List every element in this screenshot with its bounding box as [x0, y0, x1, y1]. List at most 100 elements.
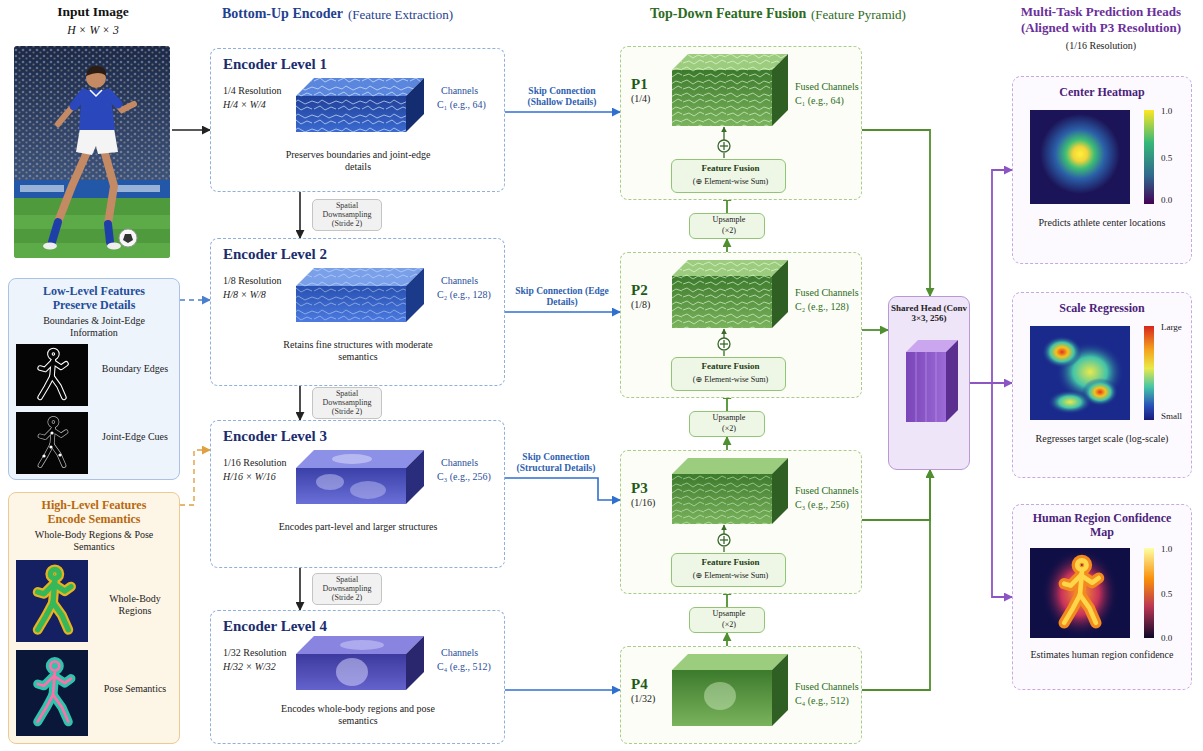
connector-arrow: [862, 470, 930, 520]
connector-arrow: [180, 450, 210, 505]
node-text: Boundaries & Joint-Edge Information: [24, 315, 164, 339]
node-text: (1/16): [631, 497, 655, 509]
connector-arrow: [862, 130, 930, 296]
node-text: Joint-Edge Cues: [95, 431, 175, 443]
node-text: 1/32 Resolution: [223, 647, 287, 659]
node-text: 0.5: [1161, 589, 1172, 599]
pyramid-box: P3(1/16)Fused ChannelsC₃ (e.g., 256)Feat…: [620, 450, 862, 594]
upsample-box: Upsample (×2): [689, 411, 765, 437]
connector-arrow: [505, 311, 620, 313]
encoder-box: Encoder Level 4 1/32 ResolutionH/32 × W/3…: [210, 610, 505, 744]
node-text: Fused Channels: [795, 485, 859, 497]
node-title: Human Region Confidence Map: [1032, 511, 1172, 540]
encoder-box: Encoder Level 11/4 ResolutionH/4 × W/4Ch…: [210, 48, 505, 192]
input-image: Input ImageH × W × 3: [12, 2, 172, 260]
node-text: H/32 × W/32: [223, 661, 276, 673]
feature-panel: High-Level Features Encode SemanticsWhol…: [8, 492, 180, 744]
node-title: Scale Regression: [1017, 301, 1187, 315]
header-label: Multi-Task Prediction Heads: [1006, 4, 1196, 20]
node-title: P2: [631, 281, 648, 299]
node-text: Pose Semantics: [95, 683, 175, 695]
prediction-head: Human Region Confidence Map1.00.50.0Esti…: [1012, 504, 1192, 690]
node-text: Channels: [441, 85, 478, 97]
downsampling-label: Spatial Downsampling (Stride 2): [312, 387, 382, 419]
node-text: Regresses target scale (log-scale): [1027, 433, 1177, 445]
node-title: Upsample: [693, 215, 765, 224]
node-text: (1/32): [631, 693, 655, 705]
upsample-box: Upsample (×2): [689, 213, 765, 239]
node-text: 1/4 Resolution: [223, 85, 282, 97]
node-text: 1/16 Resolution: [223, 457, 287, 469]
prediction-head: Center Heatmap1.00.50.0Predicts athlete …: [1012, 76, 1192, 264]
connector-arrow: [180, 299, 210, 300]
node-text: 1.0: [1161, 544, 1172, 554]
header-label: (Aligned with P3 Resolution): [1006, 20, 1196, 36]
node-title: Upsample: [693, 413, 765, 422]
node-title: Upsample: [693, 609, 765, 618]
connector-arrow: [299, 568, 301, 610]
fusion-box: Feature Fusion (⊕ Element-wise Sum): [671, 553, 786, 587]
connector-arrow: [726, 239, 728, 252]
node-text: 0.0: [1161, 633, 1172, 643]
prediction-head: Scale RegressionLargeSmallRegresses targ…: [1012, 292, 1192, 478]
feature-thumbnails: [16, 344, 88, 736]
node-text: (×2): [693, 424, 765, 433]
node-title: Shared Head (Conv 3×3, 256): [891, 303, 967, 324]
node-text: (1/4): [631, 93, 650, 105]
connector-arrow: [862, 470, 930, 690]
node-text: (⊕ Element-wise Sum): [675, 571, 786, 580]
node-text: 0.0: [1161, 195, 1172, 205]
downsampling-label: Spatial Downsampling (Stride 2): [312, 573, 382, 605]
node-text: 1/8 Resolution: [223, 275, 282, 287]
node-title: Encoder Level 4: [223, 617, 327, 635]
encoder-box: Encoder Level 21/8 ResolutionH/8 × W/8Ch…: [210, 238, 505, 386]
fusion-box: Feature Fusion (⊕ Element-wise Sum): [671, 357, 786, 391]
node-title: Encoder Level 3: [223, 427, 327, 445]
node-text: C₄ (e.g., 512): [795, 695, 849, 707]
node-title: P4: [631, 675, 648, 693]
node-text: Large: [1161, 322, 1182, 332]
pyramid-box: P2(1/8)Fused ChannelsC₂ (e.g., 128)Featu…: [620, 252, 862, 398]
node-text: Fused Channels: [795, 287, 859, 299]
connector-arrow: [505, 689, 620, 691]
sum-symbols: [718, 127, 730, 552]
node-text: Encodes whole-body regions and pose sema…: [273, 703, 443, 727]
header-label: Bottom-Up Encoder: [222, 6, 343, 23]
connector-arrow: [970, 170, 1012, 383]
node-text: Retains fine structures with moderate se…: [273, 339, 443, 363]
connector-arrow: [172, 129, 210, 131]
node-text: 1.0: [1161, 106, 1172, 116]
node-text: C₄ (e.g., 512): [437, 661, 491, 673]
node-text: (×2): [693, 226, 765, 235]
node-text: C₃ (e.g., 256): [437, 471, 491, 483]
header-label: (Feature Extraction): [348, 7, 453, 23]
connector-arrow: [726, 633, 728, 646]
node-title: Input Image: [15, 4, 171, 20]
node-text: (⊕ Element-wise Sum): [675, 177, 786, 186]
node-text: C₂ (e.g., 128): [795, 301, 849, 313]
upsample-box: Upsample(×2): [689, 607, 765, 633]
node-text: Whole-Body Regions & Pose Semantics: [24, 529, 164, 553]
connector-arrow: [726, 437, 728, 450]
node-text: Encodes part-level and larger structures: [273, 521, 443, 533]
fusion-box: Feature Fusion(⊕ Element-wise Sum): [671, 159, 786, 193]
skip-label: Skip Connection (Edge Details): [514, 286, 610, 308]
node-title: Feature Fusion: [675, 557, 786, 568]
node-text: (⊕ Element-wise Sum): [675, 375, 786, 384]
node-text: Small: [1161, 411, 1182, 421]
node-title: Encoder Level 1: [223, 55, 327, 73]
connector-arrow: [299, 192, 301, 238]
node-title: Feature Fusion: [675, 361, 786, 372]
node-text: Fused Channels: [795, 681, 859, 693]
header-label: (1/16 Resolution): [1006, 40, 1196, 52]
node-text: Channels: [441, 275, 478, 287]
node-text: Predicts athlete center locations: [1027, 217, 1177, 229]
node-text: Channels: [441, 457, 478, 469]
node-title: P3: [631, 479, 648, 497]
connector-arrow: [505, 111, 620, 113]
node-title: P1: [631, 75, 648, 93]
node-text: C₂ (e.g., 128): [437, 289, 491, 301]
skip-label: Skip Connection (Shallow Details): [514, 86, 610, 108]
skip-label: Skip Connection (Structural Details): [508, 452, 604, 474]
